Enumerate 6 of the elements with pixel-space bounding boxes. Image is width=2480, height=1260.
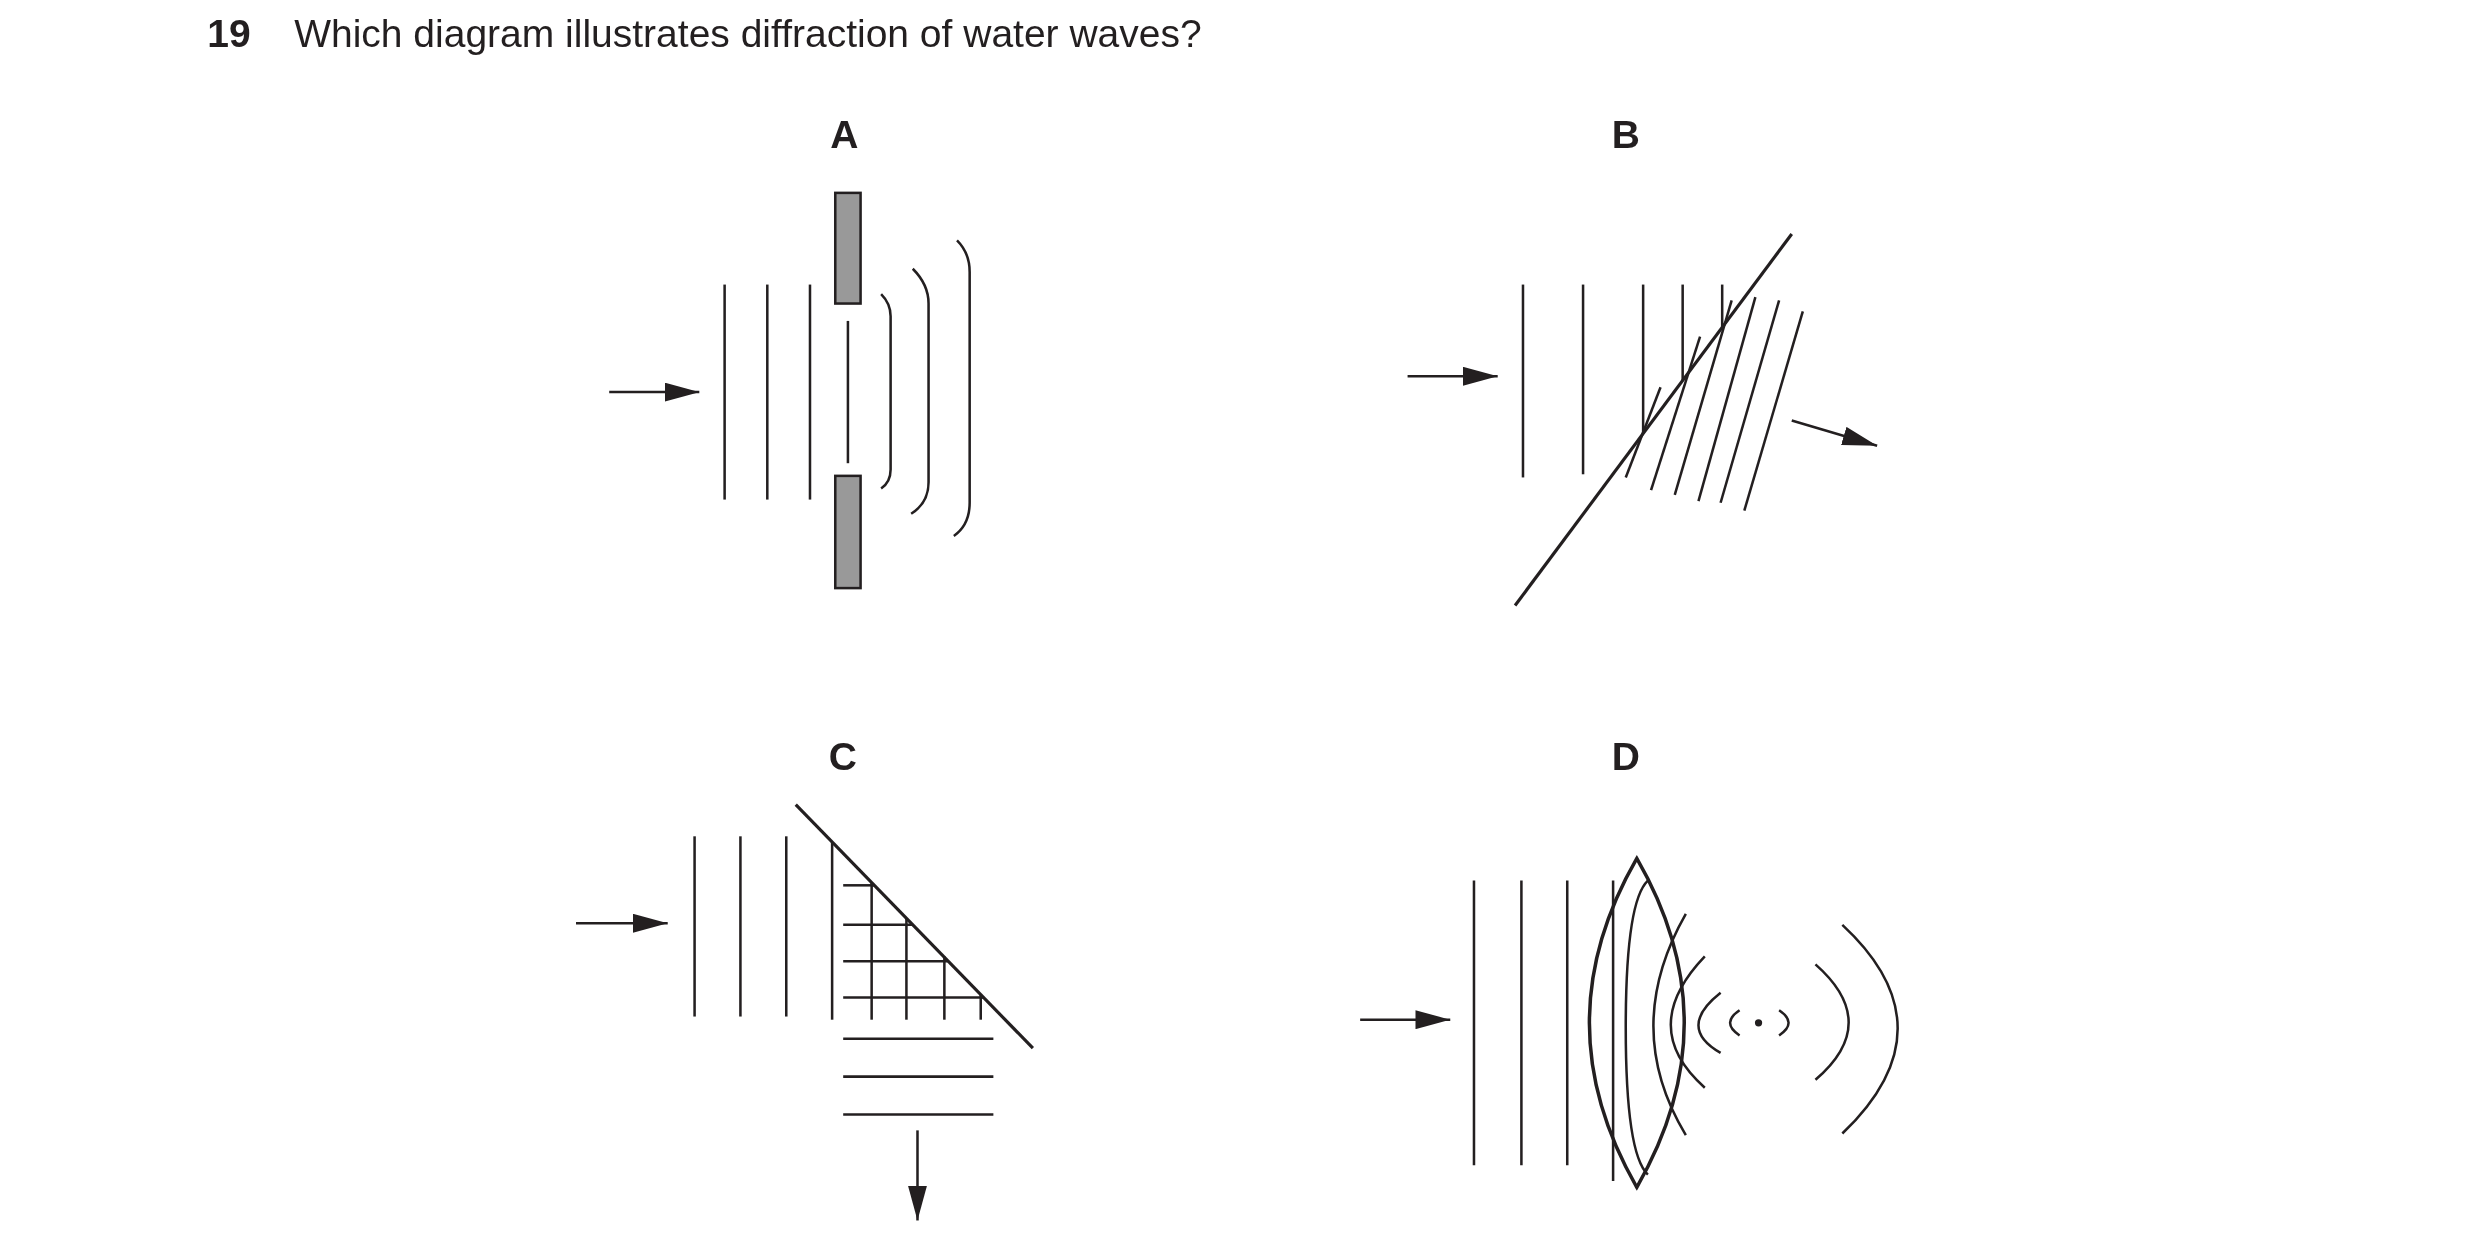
question-text: Which diagram illustrates diffraction of water waves? <box>294 14 1202 54</box>
option-letter: A <box>830 115 859 155</box>
question-number: 19 <box>207 14 251 54</box>
option-letter: B <box>1611 115 1640 155</box>
option-letter: C <box>828 737 857 777</box>
option-letter: D <box>1611 737 1640 777</box>
